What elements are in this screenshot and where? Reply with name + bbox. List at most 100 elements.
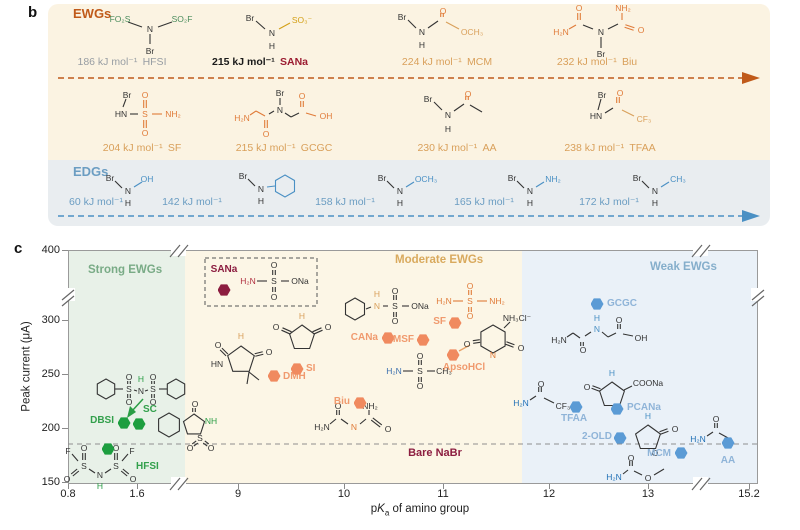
svg-text:O: O [465,89,472,99]
x-axis-label-p: p [370,503,378,515]
svg-text:NH₂: NH₂ [362,401,378,411]
bde-energy: 215 kJ mol⁻¹ [235,142,296,154]
svg-text:CH₃: CH₃ [670,174,686,184]
svg-text:O: O [713,414,720,424]
svg-text:O: O [617,88,624,98]
point-label-DMH: DMH [283,371,306,382]
x-tick-label: 1.6 [129,488,145,500]
svg-text:H: H [238,331,244,341]
svg-text:H: H [258,196,264,206]
bde-energy: 186 kJ mol⁻¹ [77,56,138,68]
point-label-HFSI: HFSI [136,461,159,472]
reagent-abbreviation: MCM [461,56,493,68]
svg-text:O: O [576,3,583,13]
svg-text:Br: Br [598,90,607,100]
x-tick-label: 10 [337,488,351,500]
svg-text:H: H [374,289,380,299]
svg-text:O: O [299,91,306,101]
svg-text:N: N [351,422,357,432]
svg-text:HN: HN [590,111,602,121]
svg-text:O: O [392,316,399,326]
svg-text:O: O [645,473,652,483]
x-tick [443,484,444,489]
svg-text:N: N [138,386,144,396]
svg-text:S: S [392,301,398,311]
point-label-Biu: Biu [333,396,350,407]
ewg-section-background [48,4,770,160]
bde-caption: 172 kJ mol⁻¹ [534,196,684,208]
svg-text:O: O [518,343,525,353]
y-tick [62,250,68,251]
svg-text:N: N [374,301,380,311]
data-point-DBSI [117,417,131,429]
edg-section-background [48,160,770,226]
svg-text:H₂N: H₂N [240,276,256,286]
svg-text:NH₂: NH₂ [545,174,561,184]
svg-text:N: N [269,28,275,38]
y-tick-label: 250 [41,368,60,380]
svg-text:O: O [392,286,399,296]
svg-text:O: O [150,397,157,407]
svg-text:OCH₃: OCH₃ [415,174,437,184]
point-label-AA: AA [720,455,736,466]
svg-text:N: N [258,184,264,194]
data-point-Biu [353,397,367,409]
svg-text:ONa: ONa [411,301,429,311]
point-label-ApsoHCl: ApsoHCl [442,362,486,373]
svg-text:H: H [125,198,131,208]
svg-text:NH₃Cl⁻: NH₃Cl⁻ [503,313,532,323]
svg-text:O: O [584,382,591,392]
svg-text:HN: HN [211,359,223,369]
x-axis-label: pKa of amino group [320,503,520,517]
svg-text:H: H [269,41,275,51]
bde-energy: 232 kJ mol⁻¹ [556,56,617,68]
svg-text:O: O [142,128,149,138]
point-label-SC: SC [143,404,157,415]
bde-caption: 142 kJ mol⁻¹ [117,196,267,208]
svg-text:S: S [142,109,148,119]
svg-text:H: H [97,481,103,490]
svg-text:O: O [208,443,215,452]
svg-text:O: O [150,372,157,382]
bde-caption: 186 kJ mol⁻¹ HFSI [47,56,197,68]
svg-text:O: O [126,372,133,382]
svg-text:H: H [445,124,451,134]
svg-text:S: S [417,366,423,376]
panel-b-label: b [28,4,38,21]
svg-text:O: O [192,399,199,409]
point-label-MCM: MCM [647,448,671,459]
apsohcl-connector [458,344,471,352]
svg-text:H: H [645,412,651,421]
svg-text:F: F [65,446,70,456]
point-label-SF: SF [433,316,446,327]
svg-text:O: O [417,351,424,361]
svg-text:O: O [263,129,270,139]
svg-text:NH₂: NH₂ [489,296,505,306]
svg-text:O: O [273,322,280,332]
svg-text:H: H [652,198,658,208]
svg-text:OCH₃: OCH₃ [461,27,483,37]
point-label-MSF: MSF [392,334,414,345]
svg-text:NH: NH [205,416,217,426]
svg-text:O: O [266,347,273,357]
point-label-TFAA: TFAA [561,413,588,424]
region-label-moderate: Moderate EWGs [395,254,484,266]
dbsi-arrowhead-icon [127,406,136,418]
svg-text:OH: OH [320,111,333,121]
svg-text:Br: Br [239,171,248,181]
svg-text:FO₂S: FO₂S [110,14,131,24]
bde-caption: 224 kJ mol⁻¹ MCM [372,56,522,68]
svg-text:H₂N: H₂N [513,398,529,408]
